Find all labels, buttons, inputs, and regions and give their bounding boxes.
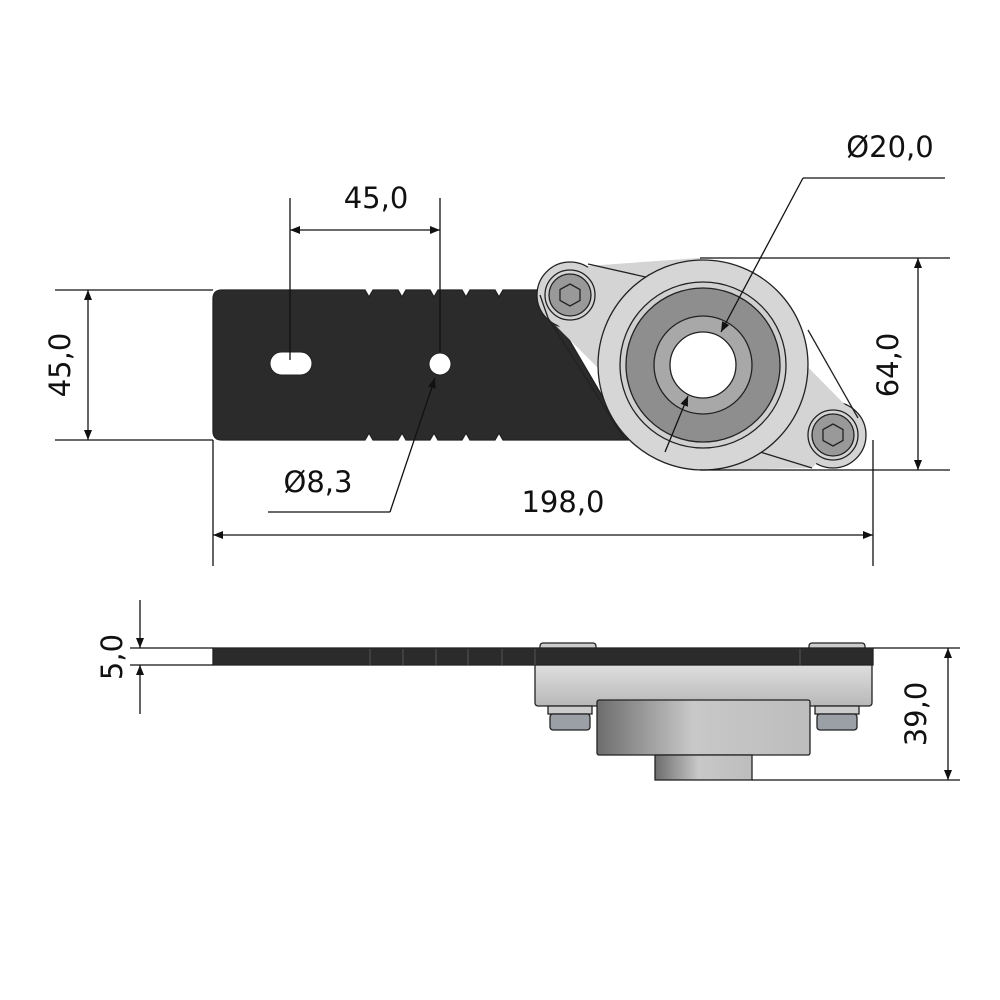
side-view: 5,0 39,0 <box>95 600 960 781</box>
bolt-head-icon <box>544 269 596 321</box>
round-hole <box>428 352 452 376</box>
flange-bearing <box>536 258 867 471</box>
bore <box>669 331 737 399</box>
dim-plate-thickness: 5,0 <box>95 634 129 680</box>
shaft <box>654 754 753 781</box>
dim-hole-spacing: 45,0 <box>344 181 409 215</box>
bolt-head-icon <box>807 409 859 461</box>
mounting-plate <box>212 289 630 441</box>
dim-hole-diameter: Ø8,3 <box>284 465 353 499</box>
dim-overall-length: 198,0 <box>521 485 604 519</box>
dim-overall-height: 39,0 <box>899 682 933 747</box>
plate-side <box>212 647 874 666</box>
dim-bore-diameter: Ø20,0 <box>846 130 933 164</box>
dim-plate-width: 45,0 <box>43 333 77 398</box>
dim-flange-height: 64,0 <box>871 333 905 398</box>
slot-hole <box>269 351 313 376</box>
top-view: 45,0 45,0 Ø20,0 64,0 Ø8,3 198,0 <box>43 130 950 566</box>
